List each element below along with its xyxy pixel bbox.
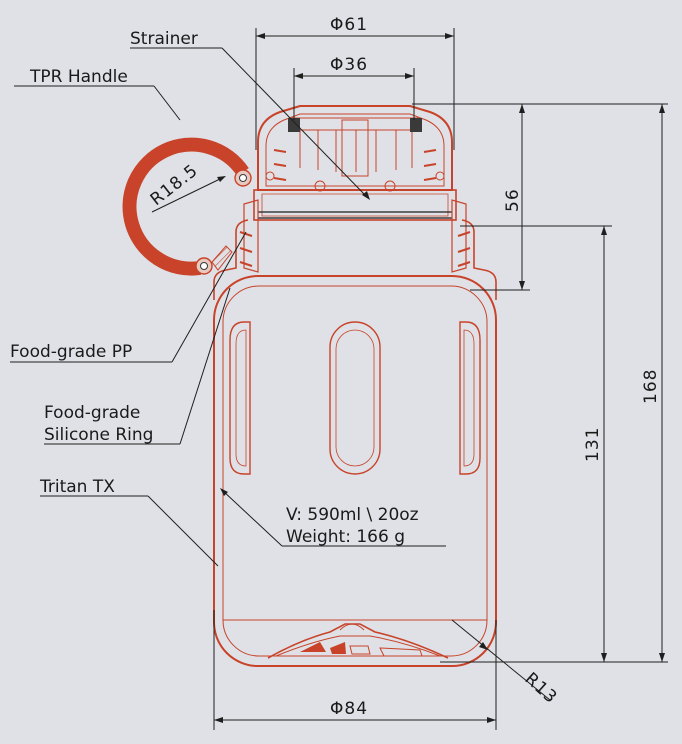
dim-inner-diameter: Φ36 <box>330 55 368 75</box>
label-volume: V: 590ml \ 20oz <box>286 505 419 525</box>
dim-body-height: 131 <box>583 427 603 462</box>
dim-top-diameter: Φ61 <box>330 15 368 35</box>
bottle-foot <box>267 623 449 659</box>
label-tritan: Tritan TX <box>39 477 115 497</box>
dimension-lines <box>151 28 668 730</box>
label-silicone-ring-line2: Silicone Ring <box>44 425 153 445</box>
label-silicone-ring-line1: Food-grade <box>44 403 140 423</box>
label-weight: Weight: 166 g <box>286 527 405 547</box>
label-food-grade-pp: Food-grade PP <box>10 342 132 362</box>
label-leaders <box>10 47 446 567</box>
tpr-handle <box>122 137 252 276</box>
bottle-body <box>213 219 497 667</box>
label-tpr-handle: TPR Handle <box>29 67 128 87</box>
dim-corner-radius: R13 <box>521 669 561 708</box>
grip-windows <box>229 321 481 475</box>
cap-assembly <box>239 105 471 273</box>
dim-cap-height: 56 <box>503 188 523 212</box>
dim-handle-radius: R18.5 <box>147 161 202 210</box>
label-strainer: Strainer <box>130 29 198 49</box>
dim-total-height: 168 <box>641 369 661 404</box>
dim-bottom-diameter: Φ84 <box>330 699 368 719</box>
